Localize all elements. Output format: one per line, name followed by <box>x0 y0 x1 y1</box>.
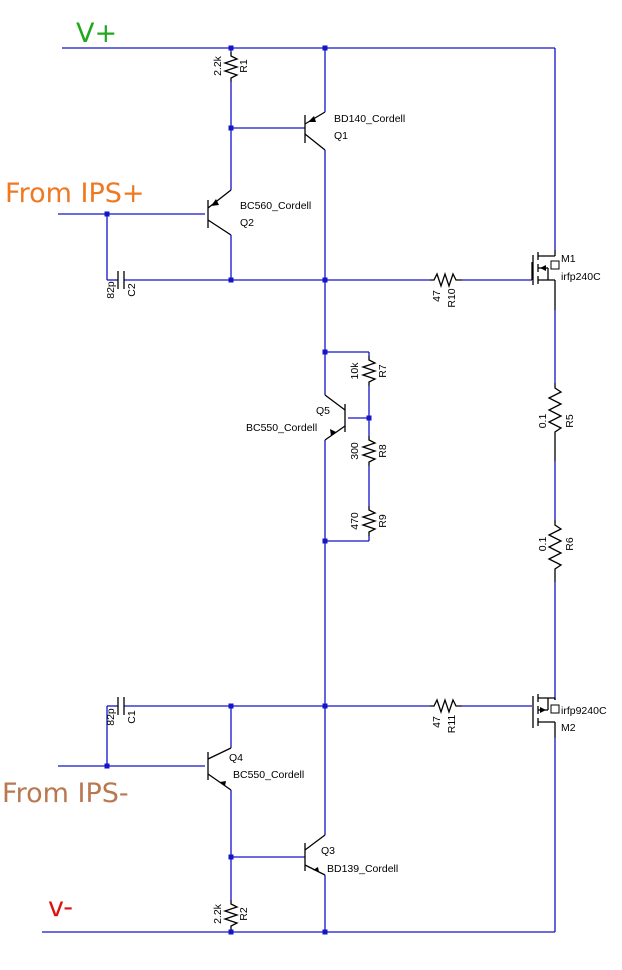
svg-text:Q4: Q4 <box>229 752 243 764</box>
svg-text:2.2k: 2.2k <box>212 55 224 76</box>
resistor-r10: R10 47 <box>430 271 462 308</box>
ips-plus-label: From IPS+ <box>5 178 144 209</box>
svg-text:BC560_Cordell: BC560_Cordell <box>240 200 311 212</box>
svg-text:BD139_Cordell: BD139_Cordell <box>327 863 398 875</box>
svg-text:Q2: Q2 <box>240 217 254 229</box>
svg-text:BC550_Cordell: BC550_Cordell <box>233 769 304 781</box>
svg-text:C1: C1 <box>126 710 138 724</box>
svg-text:R7: R7 <box>377 364 389 378</box>
svg-text:irfp240C: irfp240C <box>561 271 601 283</box>
svg-text:R8: R8 <box>377 444 389 458</box>
resistor-r8: R8 300 <box>349 436 389 466</box>
resistor-r11: R11 47 <box>430 697 462 734</box>
transistor-q3: Q3 BD139_Cordell <box>304 834 398 876</box>
svg-text:0.1: 0.1 <box>537 537 549 552</box>
svg-text:R6: R6 <box>564 537 576 551</box>
mosfet-m2: irfp9240C M2 <box>532 694 607 738</box>
resistor-r6: R6 0.1 <box>537 520 576 582</box>
svg-text:M2: M2 <box>561 722 576 734</box>
resistor-r2: R2 2.2k <box>212 900 250 930</box>
svg-text:10k: 10k <box>349 362 361 380</box>
resistor-r9: R9 470 <box>349 506 389 536</box>
svg-text:82p: 82p <box>105 281 117 299</box>
svg-text:R10: R10 <box>446 288 458 307</box>
svg-text:300: 300 <box>349 442 361 460</box>
ips-minus-label: From IPS- <box>2 778 129 809</box>
resistor-r7: R7 10k <box>349 356 389 386</box>
svg-text:M1: M1 <box>561 253 576 265</box>
vplus-label: V+ <box>76 18 117 49</box>
svg-text:82p: 82p <box>105 708 117 726</box>
resistor-r1: R1 2.2k <box>212 52 250 82</box>
svg-text:C2: C2 <box>126 283 138 297</box>
resistor-r5: R5 0.1 <box>537 383 576 461</box>
svg-text:47: 47 <box>431 290 443 302</box>
junction-dots <box>104 45 372 935</box>
vminus-label: v- <box>48 892 73 923</box>
svg-text:Q3: Q3 <box>321 845 335 857</box>
svg-text:R9: R9 <box>377 514 389 528</box>
capacitor-c1: C1 82p <box>105 697 138 726</box>
mosfet-m1: M1 irfp240C <box>531 250 601 310</box>
transistor-q2: BC560_Cordell Q2 <box>207 189 311 236</box>
svg-text:R5: R5 <box>564 414 576 428</box>
svg-text:R1: R1 <box>238 59 250 73</box>
svg-text:2.2k: 2.2k <box>212 903 224 924</box>
transistor-q4: Q4 BC550_Cordell <box>207 747 304 791</box>
svg-text:470: 470 <box>349 512 361 530</box>
svg-text:R11: R11 <box>446 715 458 734</box>
svg-text:0.1: 0.1 <box>537 414 549 429</box>
svg-text:R2: R2 <box>238 907 250 921</box>
wires <box>42 47 556 933</box>
svg-text:Q5: Q5 <box>316 405 330 417</box>
svg-text:47: 47 <box>431 716 443 728</box>
transistor-q5: Q5 BC550_Cordell <box>246 394 346 441</box>
svg-text:irfp9240C: irfp9240C <box>561 705 607 717</box>
svg-text:Q1: Q1 <box>334 130 348 142</box>
svg-text:BD140_Cordell: BD140_Cordell <box>334 113 405 125</box>
transistor-q1: BD140_Cordell Q1 <box>304 111 405 151</box>
capacitor-c2: C2 82p <box>105 271 138 299</box>
svg-text:BC550_Cordell: BC550_Cordell <box>246 422 317 434</box>
